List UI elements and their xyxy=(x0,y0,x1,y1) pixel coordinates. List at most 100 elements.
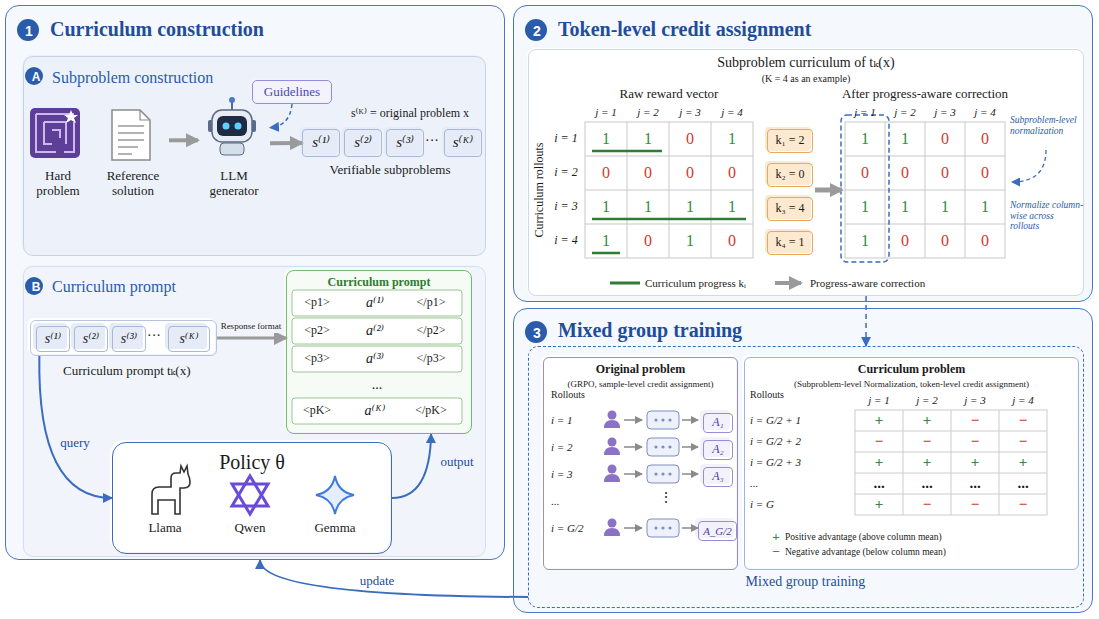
label: Llama xyxy=(135,520,195,536)
node-label: s⁽¹⁾ xyxy=(303,130,339,156)
node-label: B xyxy=(27,279,45,297)
connector xyxy=(270,104,292,128)
subproblem-box: s⁽ᴷ⁾ xyxy=(168,326,210,352)
label: 1 xyxy=(669,224,711,258)
label: + xyxy=(903,452,951,473)
label: a⁽¹⁾ xyxy=(345,290,405,316)
label: ··· xyxy=(143,323,165,349)
policy-box: Policy θ xyxy=(112,442,392,554)
node-label: s⁽ᴷ⁾ xyxy=(169,327,209,351)
guideline-box: Guidelines xyxy=(252,80,332,104)
label: i = G/2 + 1 xyxy=(750,410,850,431)
label: j = 2 xyxy=(885,104,925,120)
label: 1 xyxy=(925,190,965,224)
node-label: Curriculum prompt xyxy=(287,274,471,292)
edge-label: Response format xyxy=(220,320,282,333)
label: Curriculum rollouts xyxy=(532,125,548,255)
connector xyxy=(260,560,528,597)
label: 0 xyxy=(925,156,965,190)
node-label: Original problem xyxy=(544,362,737,378)
legend-text: Curriculum progress kᵢ xyxy=(645,275,785,291)
label: 1 xyxy=(711,190,753,224)
panel: Curriculum construction 1Subproblem const… xyxy=(5,5,505,560)
node-label: s⁽ᴷ⁾ xyxy=(445,130,481,156)
label: ⋮ xyxy=(656,487,676,509)
label: 0 xyxy=(885,156,925,190)
label: 0 xyxy=(925,122,965,156)
label: + xyxy=(903,410,951,431)
step-letter: A xyxy=(27,69,45,87)
label: − xyxy=(951,494,999,515)
label: i = 3 xyxy=(548,190,584,224)
label: 1 xyxy=(585,190,627,224)
label: 0 xyxy=(711,156,753,190)
subproblem-box: s⁽³⁾ xyxy=(112,326,146,352)
subproblem-box: s⁽²⁾ xyxy=(74,326,108,352)
node-label: s⁽¹⁾ xyxy=(37,327,69,351)
label: a⁽²⁾ xyxy=(345,318,405,344)
prompt-row: Curriculum prompt tₖ(x)s⁽¹⁾s⁽²⁾s⁽³⁾s⁽ᴷ⁾ xyxy=(30,320,217,356)
progress-box: k₁ = 2 xyxy=(767,129,813,153)
label: 1 xyxy=(627,122,669,156)
label: j = 3 xyxy=(951,392,999,408)
step-number: 1 xyxy=(18,20,40,42)
edge-label: output xyxy=(436,455,478,470)
label: − xyxy=(903,494,951,515)
legend-text: Progress-aware correction xyxy=(810,275,980,291)
label: 1 xyxy=(965,190,1005,224)
label: j = 1 xyxy=(855,392,903,408)
node-label: k₂ = 0 xyxy=(768,164,812,186)
label: 0 xyxy=(965,156,1005,190)
label: + xyxy=(855,410,903,431)
node-label: Guidelines xyxy=(253,81,331,103)
label: 0 xyxy=(845,156,885,190)
label: 0 xyxy=(965,224,1005,258)
label: </pK> xyxy=(405,398,457,424)
label: 1 xyxy=(845,224,885,258)
node-label: Curriculum prompt xyxy=(52,276,272,298)
label: ... xyxy=(951,473,999,494)
label: </p3> xyxy=(405,346,457,372)
subproblem-box: s⁽²⁾ xyxy=(344,129,382,157)
node-label: LLM generator xyxy=(198,166,270,202)
label: + xyxy=(999,452,1047,473)
label: <p2> xyxy=(294,318,340,344)
label: ... xyxy=(551,491,601,511)
label: 1 xyxy=(845,190,885,224)
label: 1 xyxy=(885,190,925,224)
progress-box: k₄ = 1 xyxy=(767,231,813,255)
legend-text: Negative advantage (below column mean) xyxy=(785,545,1015,559)
legend-line xyxy=(610,282,640,285)
node-label: Mixed group training xyxy=(558,317,858,343)
label: i = G xyxy=(750,494,850,515)
subproblem-box: s⁽¹⁾ xyxy=(302,129,340,157)
label: − xyxy=(855,431,903,452)
label: − xyxy=(770,545,782,559)
label: Normalize column-wise across rollouts xyxy=(1010,196,1084,236)
node-sublabel: (Subproblem-level Normalization, token-l… xyxy=(745,378,1078,391)
label: 0 xyxy=(627,224,669,258)
node-label: Curriculum problem xyxy=(745,362,1078,378)
label: Verifiable subproblems xyxy=(300,162,480,178)
node-label: Mixed group training xyxy=(529,572,1082,592)
label: i = 1 xyxy=(551,410,601,430)
group-region: Mixed group trainingOriginal problem(GRP… xyxy=(528,346,1084,608)
node-label: k₄ = 1 xyxy=(768,232,812,254)
problem-box: Original problem(GRPO, sample-level cred… xyxy=(543,357,738,570)
connector xyxy=(392,434,431,498)
advantage-box: A₁ xyxy=(703,413,733,433)
node-label: k₃ = 4 xyxy=(768,198,812,220)
node-label: Policy θ xyxy=(113,448,391,476)
label: <pK> xyxy=(294,398,340,424)
node-label: Curriculum construction xyxy=(50,16,370,42)
connector xyxy=(217,336,286,339)
label: i = G/2 + 2 xyxy=(750,431,850,452)
label: − xyxy=(951,410,999,431)
label: 0 xyxy=(669,122,711,156)
node-label: s⁽³⁾ xyxy=(387,130,423,156)
subpanel: Subproblem constructionAHard problemRefe… xyxy=(23,56,486,256)
progress-box: k₂ = 0 xyxy=(767,163,813,187)
progress-box: k₃ = 4 xyxy=(767,197,813,221)
advantage-box: A_G/2 xyxy=(698,521,737,541)
label: 1 xyxy=(669,190,711,224)
